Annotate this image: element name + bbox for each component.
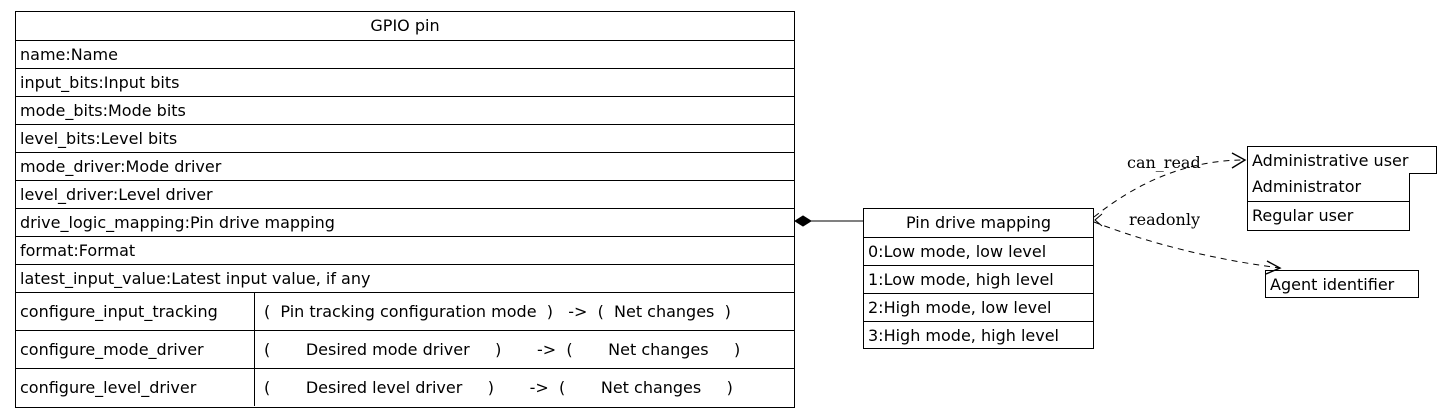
readonly-arrowhead-icon [1265, 260, 1282, 275]
return-arrow: -> [529, 378, 549, 397]
close-paren: ) [495, 340, 502, 359]
method-row: configure_mode_driver ( Desired mode dri… [16, 330, 794, 368]
open-paren: ( [264, 340, 271, 359]
administrative-user-entries: Administrator Regular user [1247, 173, 1410, 231]
close-paren: ) [726, 378, 733, 397]
mapping-entry: 0:Low mode, low level [864, 237, 1093, 265]
gpio-pin-title: GPIO pin [370, 16, 440, 35]
attribute-row: level_driver:Level driver [16, 180, 794, 208]
can-read-arrowhead-icon [1231, 152, 1247, 169]
method-return: Net changes [608, 340, 709, 359]
close-paren: ) [724, 302, 731, 321]
open-paren: ( [264, 302, 271, 321]
role-entry: Regular user [1248, 201, 1409, 229]
attribute-row: format:Format [16, 236, 794, 264]
mapping-entry: 3:High mode, high level [864, 321, 1093, 349]
attribute-row: mode_bits:Mode bits [16, 96, 794, 124]
can-read-label: can_read [1127, 153, 1201, 172]
attribute-row: drive_logic_mapping:Pin drive mapping [16, 208, 794, 236]
method-signature: ( Desired mode driver ) -> ( Net changes… [255, 331, 794, 368]
open-paren: ( [264, 378, 271, 397]
role-entry: Administrator [1252, 177, 1362, 196]
close-paren: ) [487, 378, 495, 397]
mapping-entry: 1:Low mode, high level [864, 265, 1093, 293]
method-return: Net changes [600, 378, 702, 397]
method-row: configure_input_tracking ( Pin tracking … [16, 292, 794, 330]
composition-diamond-icon [794, 215, 812, 227]
can-read-edge [1093, 159, 1246, 218]
mapping-entry: 2:High mode, low level [864, 293, 1093, 321]
return-arrow: -> [568, 302, 588, 321]
method-signature: ( Pin tracking configuration mode ) -> (… [255, 293, 794, 330]
agent-identifier-title: Agent identifier [1270, 275, 1395, 294]
method-signature: ( Desired level driver ) -> ( Net change… [255, 369, 794, 406]
method-param: Desired level driver [305, 378, 463, 397]
readonly-edge [1093, 221, 1281, 269]
open-paren: ( [558, 378, 566, 397]
method-name: configure_input_tracking [16, 293, 255, 330]
gpio-pin-class: GPIO pin name:Name input_bits:Input bits… [15, 11, 795, 408]
open-paren: ( [597, 302, 604, 321]
pin-drive-mapping-title: Pin drive mapping [906, 213, 1051, 232]
method-param: Pin tracking configuration mode [280, 302, 537, 321]
close-paren: ) [546, 302, 553, 321]
attribute-row: mode_driver:Mode driver [16, 152, 794, 180]
agent-identifier-class: Agent identifier [1265, 270, 1419, 298]
attribute-row: input_bits:Input bits [16, 68, 794, 96]
return-arrow: -> [536, 340, 557, 359]
administrative-user-title: Administrative user [1252, 151, 1409, 170]
administrative-user-class: Administrative user [1247, 146, 1437, 174]
method-name: configure_level_driver [16, 369, 255, 406]
method-name: configure_mode_driver [16, 331, 255, 368]
method-param: Desired mode driver [305, 340, 470, 359]
method-return: Net changes [614, 302, 715, 321]
attribute-row: latest_input_value:Latest input value, i… [16, 264, 794, 292]
readonly-label: readonly [1129, 210, 1200, 229]
method-row: configure_level_driver ( Desired level d… [16, 368, 794, 406]
close-paren: ) [734, 340, 741, 359]
attribute-row: name:Name [16, 40, 794, 68]
source-open-arrow-icon [1094, 213, 1103, 227]
pin-drive-mapping-class: Pin drive mapping 0:Low mode, low level … [863, 208, 1094, 349]
attribute-row: level_bits:Level bits [16, 124, 794, 152]
open-paren: ( [566, 340, 573, 359]
